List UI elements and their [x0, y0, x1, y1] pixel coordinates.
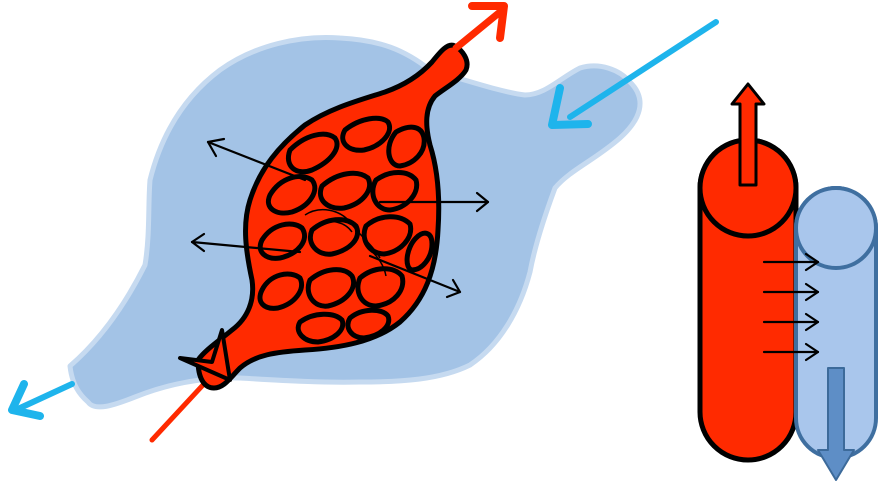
red-outflow-shaft — [456, 12, 500, 48]
red-outflow-arrow — [456, 6, 504, 48]
cyan-outflow-shaft — [20, 384, 72, 408]
cyan-outflow-arrow — [12, 384, 72, 416]
red-tube — [700, 140, 796, 460]
